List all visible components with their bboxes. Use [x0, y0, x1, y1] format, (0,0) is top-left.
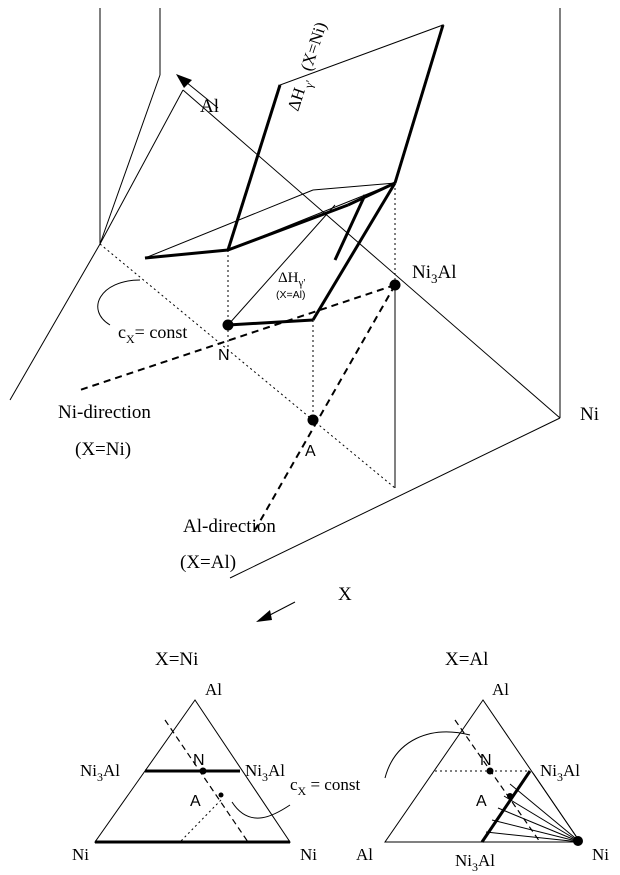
left-n-label: N [193, 752, 205, 769]
fan-line [532, 772, 581, 843]
dh-al-inner-edge [333, 194, 367, 261]
dh-al-paren: (X=Al) [276, 289, 305, 301]
left-ternary-triangle: X=Ni Al N A Ni3Al Ni3Al Ni Ni [72, 649, 317, 864]
right-ni-corner-point [573, 836, 583, 846]
cx-leader-right [384, 731, 471, 779]
dh-ni-subscript: γ' [301, 79, 317, 91]
cx-const-middle: cX = const [231, 731, 471, 819]
ni-direction-line [79, 284, 396, 391]
cx-leader-left [231, 801, 291, 819]
left-n-point [199, 767, 207, 775]
left-bottom-right-label: Ni [300, 845, 317, 864]
right-a-point [507, 793, 513, 799]
mid-plane-front [227, 203, 349, 252]
al-arrow-head [176, 74, 192, 88]
al-arrow-line [185, 81, 219, 109]
cx-const-line [99, 243, 396, 489]
right-a-label: A [476, 793, 487, 810]
right-ni3al-thick-line [480, 770, 532, 843]
dh-ni-paren: (X=Ni) [297, 20, 331, 74]
right-bottom-mid-label: Ni3Al [455, 851, 495, 874]
cx-const-middle-label: cX = const [290, 775, 360, 798]
left-a-label: A [190, 793, 201, 810]
right-triangle-title: X=Al [445, 649, 488, 670]
mid-plane-top [312, 182, 396, 191]
left-ni3al-left-label: Ni3Al [80, 761, 120, 784]
a-label: A [305, 443, 316, 460]
back-wall-diagonal [99, 74, 161, 245]
dh-al-bottom-edge [227, 318, 314, 327]
x-axis-label: X [338, 584, 352, 605]
al-direction-label: Al-direction [183, 516, 276, 537]
dh-ni-surface [227, 24, 444, 251]
base-front-edge [229, 417, 561, 579]
fan-line [491, 819, 581, 843]
x-eq-al-label: (X=Al) [180, 552, 236, 573]
ni-corner-label: Ni [580, 404, 599, 425]
dh-al-back-edge [227, 204, 336, 326]
n-point [222, 319, 234, 331]
ni-direction-label: Ni-direction [58, 402, 151, 423]
mid-plane-front-right [347, 181, 396, 207]
base-left-edge [9, 243, 101, 401]
x-arrow-line [267, 601, 296, 617]
x-eq-ni-label: (X=Ni) [75, 439, 131, 460]
right-n-label: N [480, 752, 492, 769]
ni3al-point [389, 279, 401, 291]
dh-al-label: ΔHγ' [278, 270, 305, 289]
al-label: Al [200, 96, 219, 117]
right-cx-dashed [454, 719, 541, 843]
a-point [307, 414, 319, 426]
mid-plane-front-left [144, 248, 229, 260]
left-bottom-left-label: Ni [72, 845, 89, 864]
x-arrow-head [256, 610, 272, 622]
dh-al-right-edge [311, 182, 397, 321]
right-n-point [486, 767, 494, 775]
fan-line [497, 807, 581, 843]
n-label: N [218, 347, 230, 364]
cx-const-top-label: cX= const [118, 322, 187, 346]
right-bottom-left-label: Al [356, 845, 373, 864]
base-back-edge [99, 89, 184, 245]
right-bottom-right-label: Ni [592, 845, 609, 864]
left-top-vertex-label: Al [205, 680, 222, 699]
left-triangle-title: X=Ni [155, 649, 198, 670]
fan-line [503, 795, 581, 843]
right-ni3al-right-label: Ni3Al [540, 761, 580, 784]
fan-line [485, 831, 581, 843]
left-ni3al-right-label: Ni3Al [245, 761, 285, 784]
dh-ni-left-edge [226, 84, 282, 251]
dh-ni-right-edge [393, 24, 445, 184]
right-top-vertex-label: Al [492, 680, 509, 699]
right-fan-lines [485, 772, 581, 843]
left-a-point [218, 792, 224, 798]
dh-ni-symbol: ΔH [284, 85, 309, 113]
top-3d-schematic: Al ΔH γ' (X=Ni) Ni3Al ΔHγ' (X=Al) cX= co… [9, 8, 599, 622]
base-diagonal-edge [182, 89, 561, 419]
right-ternary-triangle: X=Al Al N A Ni3Al Al Ni3Al Ni [356, 649, 609, 874]
ni3al-top-label: Ni3Al [412, 262, 457, 286]
mid-plane-back [144, 189, 314, 259]
cx-leader-curve [97, 279, 141, 326]
fan-line [509, 783, 581, 843]
left-cx-dashed [164, 719, 249, 843]
